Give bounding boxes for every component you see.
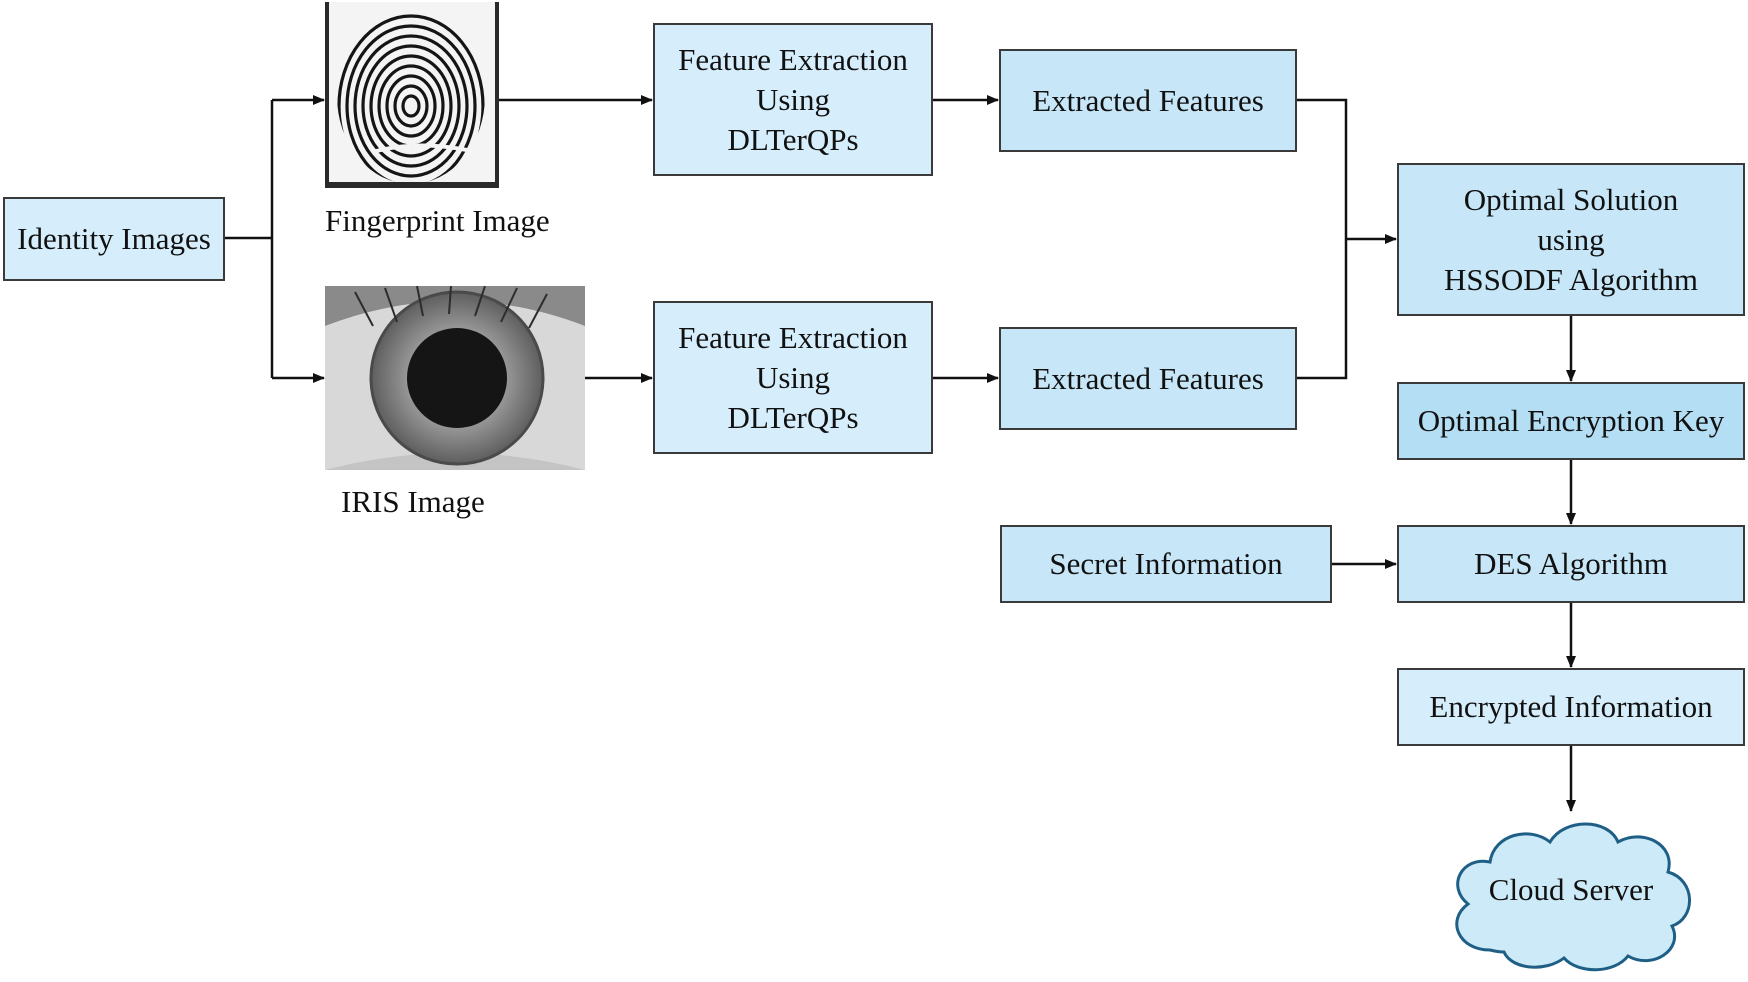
ef-bottom-label: Extracted Features xyxy=(1032,360,1264,396)
secret-information-box: Secret Information xyxy=(1000,525,1332,603)
fe-top-line-3: DLTerQPs xyxy=(727,121,859,157)
fe-bottom-line-3: DLTerQPs xyxy=(727,399,859,435)
des-algorithm-box: DES Algorithm xyxy=(1397,525,1745,603)
feature-extraction-box-top: Feature Extraction Using DLTerQPs xyxy=(653,23,933,176)
fe-top-line-1: Feature Extraction xyxy=(678,41,908,77)
feature-extraction-box-bottom: Feature Extraction Using DLTerQPs xyxy=(653,301,933,454)
cloud-server-shape xyxy=(1455,822,1691,972)
optimal-encryption-key-box: Optimal Encryption Key xyxy=(1397,382,1745,460)
fe-bottom-line-2: Using xyxy=(755,359,831,395)
connector-ef-merge xyxy=(1295,98,1348,380)
secret-information-label: Secret Information xyxy=(1049,546,1283,581)
identity-images-box: Identity Images xyxy=(3,197,225,281)
fingerprint-image xyxy=(325,2,499,188)
extracted-features-box-top: Extracted Features xyxy=(999,49,1297,152)
connector-identity-split xyxy=(224,100,274,378)
identity-images-label: Identity Images xyxy=(17,221,211,256)
des-algorithm-label: DES Algorithm xyxy=(1474,546,1668,581)
encrypted-information-label: Encrypted Information xyxy=(1429,689,1713,724)
iris-caption: IRIS Image xyxy=(341,484,485,519)
optimal-solution-line-2: using xyxy=(1537,221,1605,257)
optimal-solution-box: Optimal Solution using HSSODF Algorithm xyxy=(1397,163,1745,316)
optimal-key-label: Optimal Encryption Key xyxy=(1417,403,1725,438)
optimal-solution-line-1: Optimal Solution xyxy=(1463,181,1679,217)
ef-top-label: Extracted Features xyxy=(1032,82,1264,118)
extracted-features-box-bottom: Extracted Features xyxy=(999,327,1297,430)
optimal-solution-line-3: HSSODF Algorithm xyxy=(1443,261,1699,297)
fe-top-line-2: Using xyxy=(755,81,831,117)
encrypted-information-box: Encrypted Information xyxy=(1397,668,1745,746)
fingerprint-caption: Fingerprint Image xyxy=(325,203,550,238)
fe-bottom-line-1: Feature Extraction xyxy=(678,319,908,355)
cloud-server-label: Cloud Server xyxy=(1488,872,1654,907)
iris-image xyxy=(325,286,585,470)
